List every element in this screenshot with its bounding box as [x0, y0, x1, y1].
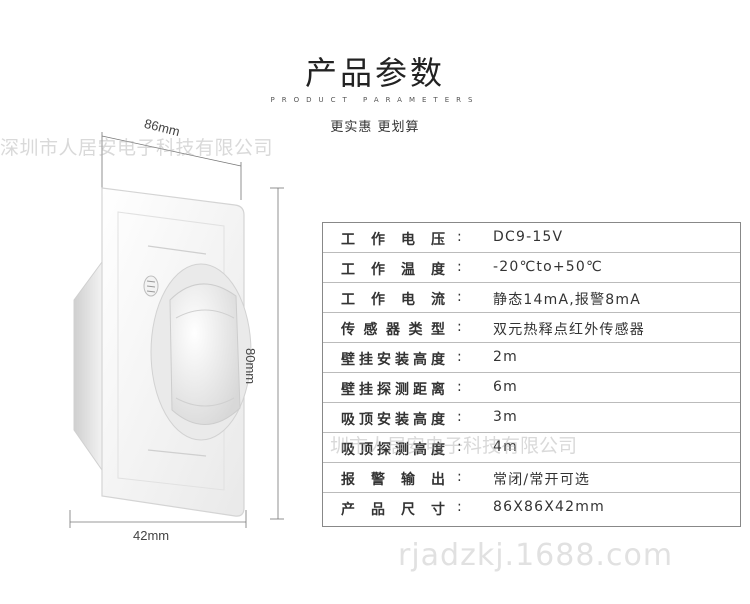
- spec-label: 产品尺寸: [341, 502, 445, 518]
- spec-row: 报警输出: 常闭/常开可选: [323, 463, 740, 493]
- page-subtitle-en: PRODUCT PARAMETERS: [270, 96, 480, 104]
- watermark-site: rjadzkj.1688.com: [398, 538, 674, 573]
- spec-colon: :: [457, 319, 462, 335]
- spec-row: 产品尺寸: 86X86X42mm: [323, 493, 740, 522]
- dimension-width-line: [101, 132, 242, 200]
- spec-row: 传感器类型: 双元热释点红外传感器: [323, 313, 740, 343]
- spec-colon: :: [457, 229, 462, 245]
- spec-label: 报警输出: [341, 472, 445, 488]
- spec-table: 工作电压: DC9-15V 工作温度: -20℃to+50℃ 工作电流: 静态14mA,报…: [322, 222, 741, 527]
- spec-value: 4m: [493, 439, 518, 455]
- watermark-company-top: 深圳市人居安电子科技有限公司: [0, 137, 274, 159]
- page-title: 产品参数: [304, 54, 445, 92]
- spec-label: 工作温度: [341, 262, 445, 278]
- housing-side: [73, 260, 103, 472]
- spec-row: 壁挂探测距离: 6m: [323, 373, 740, 403]
- spec-value: 2m: [493, 349, 518, 365]
- spec-colon: :: [457, 409, 462, 425]
- spec-value: 3m: [493, 409, 518, 425]
- spec-label: 传感器类型: [341, 322, 445, 338]
- spec-value: 双元热释点红外传感器: [493, 322, 645, 338]
- pir-dome: [150, 263, 252, 441]
- spec-label: 吸顶探测高度: [341, 442, 445, 458]
- dimension-height-label: 80mm: [243, 348, 258, 385]
- spec-row: 工作电流: 静态14mA,报警8mA: [323, 283, 740, 313]
- spec-colon: :: [457, 499, 462, 515]
- spec-value: DC9-15V: [493, 229, 564, 245]
- dimension-height-line: [270, 187, 284, 520]
- watermark-company-middle: 圳市人居安电子科技有限公司: [330, 435, 578, 457]
- spec-label: 工作电流: [341, 292, 445, 308]
- spec-row: 吸顶探测高度: 4m: [323, 433, 740, 463]
- inner-frame: [117, 211, 225, 491]
- spec-colon: :: [457, 379, 462, 395]
- spec-colon: :: [457, 349, 462, 365]
- spec-value: 静态14mA,报警8mA: [493, 292, 642, 308]
- spec-colon: :: [457, 259, 462, 275]
- slogan: 更实惠 更划算: [330, 120, 420, 135]
- spec-value: 常闭/常开可选: [493, 472, 591, 488]
- spec-row: 工作温度: -20℃to+50℃: [323, 253, 740, 283]
- spec-label: 工作电压: [341, 232, 445, 248]
- spec-value: 6m: [493, 379, 518, 395]
- spec-colon: :: [457, 289, 462, 305]
- product-illustration: [69, 132, 284, 528]
- spec-colon: :: [457, 469, 462, 485]
- spec-row: 工作电压: DC9-15V: [323, 223, 740, 253]
- dimension-depth-label: 42mm: [133, 528, 170, 543]
- spec-label: 吸顶安装高度: [341, 412, 445, 428]
- spec-value: -20℃to+50℃: [493, 259, 603, 275]
- spec-value: 86X86X42mm: [493, 499, 605, 515]
- spec-row: 吸顶安装高度: 3m: [323, 403, 740, 433]
- indicator-led-icon: [143, 275, 159, 297]
- spec-label: 壁挂安装高度: [341, 352, 445, 368]
- spec-colon: :: [457, 439, 462, 455]
- spec-label: 壁挂探测距离: [341, 382, 445, 398]
- spec-row: 壁挂安装高度: 2m: [323, 343, 740, 373]
- dimension-depth-line: [69, 510, 247, 528]
